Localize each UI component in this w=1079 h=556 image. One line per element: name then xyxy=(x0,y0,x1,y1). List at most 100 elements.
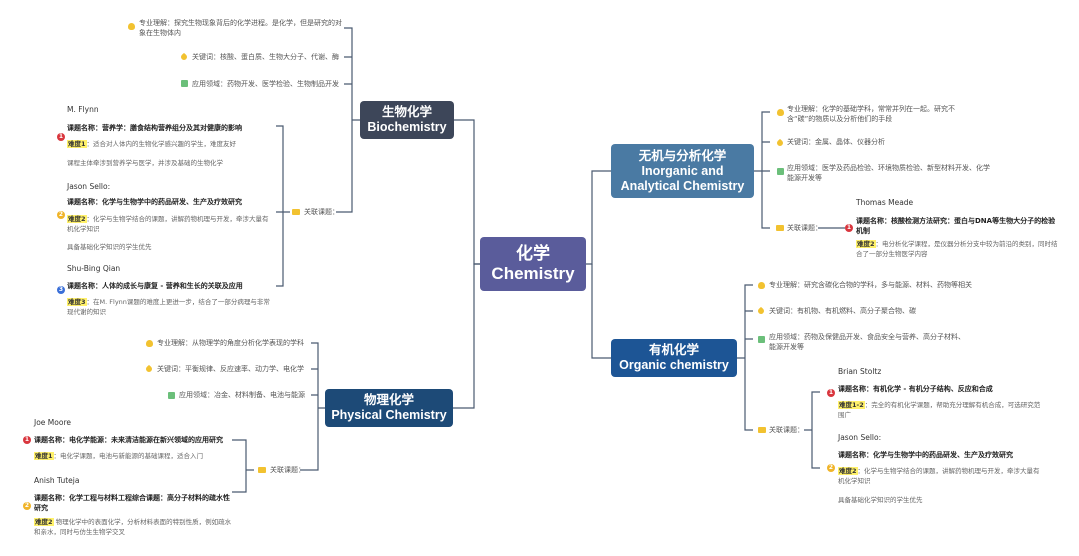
branch-node-inorganic-analytical[interactable]: 无机与分析化学 Inorganic and Analytical Chemist… xyxy=(611,144,754,198)
priority-1-icon: 1 xyxy=(23,436,31,444)
phys-course-1-teacher: Joe Moore xyxy=(34,418,71,427)
priority-1-icon: 1 xyxy=(845,224,853,232)
difficulty-badge: 难度3 xyxy=(67,298,87,306)
difficulty-badge: 难度1-2 xyxy=(838,401,865,409)
phys-related-label[interactable]: 关联课题： xyxy=(270,466,305,474)
tag-icon xyxy=(179,52,189,62)
priority-2-icon: 2 xyxy=(827,464,835,472)
branch-title-zh: 物理化学 xyxy=(363,393,414,407)
phys-course-2-teacher: Anish Tuteja xyxy=(34,476,80,485)
branch-title-zh: 有机化学 xyxy=(648,343,699,357)
phys-keywords[interactable]: 关键词：平衡规律、反应速率、动力学、电化学 xyxy=(157,365,304,373)
connector-root-bio xyxy=(454,119,480,265)
branch-title-zh: 生物化学 xyxy=(381,105,432,119)
difficulty-badge: 难度2 xyxy=(856,240,876,248)
inorg-keywords[interactable]: 关键词：金属、晶体、仪器分析 xyxy=(787,138,885,146)
connector-root-org xyxy=(591,264,611,359)
folder-icon xyxy=(776,225,784,231)
spreadsheet-icon xyxy=(168,392,175,399)
difficulty-badge: 难度2 xyxy=(67,215,87,223)
inorg-applications[interactable]: 应用领域：医学及药品检验、环境物质检验、新型材料开发、化学能源开发等 xyxy=(787,164,990,182)
folder-icon xyxy=(292,209,300,215)
bio-course-1-note: 课程主体牵涉到营养学与医学，并涉及基础的生物化学 xyxy=(67,159,223,167)
spreadsheet-icon xyxy=(181,80,188,87)
bio-keywords[interactable]: 关键词：核酸、蛋白质、生物大分子、代谢、酶 xyxy=(192,53,339,61)
branch-node-biochemistry[interactable]: 生物化学 Biochemistry xyxy=(360,101,454,139)
folder-icon xyxy=(258,467,266,473)
tag-icon xyxy=(756,306,766,316)
priority-1-icon: 1 xyxy=(827,389,835,397)
bio-course-3-teacher: Shu-Bing Qian xyxy=(67,264,121,273)
org-course-1-teacher: Brian Stoltz xyxy=(838,367,882,376)
lightbulb-icon xyxy=(758,282,765,289)
tag-icon xyxy=(775,138,785,148)
connector-org-courses xyxy=(804,391,820,469)
connector-bio-courses xyxy=(276,125,290,287)
difficulty-badge: 难度2 xyxy=(838,467,858,475)
connector-bio-children xyxy=(336,27,360,213)
org-applications[interactable]: 应用领域：药物及保健品开发、食品安全与营养、高分子材料、能源开发等 xyxy=(769,333,965,351)
phys-course-2-title[interactable]: 课题名称：化学工程与材料工程综合课题：高分子材料的疏水性研究 xyxy=(34,494,230,512)
branch-title-en: Biochemistry xyxy=(367,120,447,134)
connector-org-children xyxy=(737,284,753,431)
lightbulb-icon xyxy=(146,340,153,347)
connector-phys-children xyxy=(300,342,325,471)
bio-course-3-difficulty: 难度3：在M. Flynn课题的难度上更进一步，结合了一部分病理与非常现代谢的知… xyxy=(67,298,270,316)
bio-course-2-title[interactable]: 课题名称：化学与生物学中的药品研发、生产及疗效研究 xyxy=(67,198,242,206)
spreadsheet-icon xyxy=(777,168,784,175)
org-understanding[interactable]: 专业理解：研究含碳化合物的学科，多与能源、材料、药物等相关 xyxy=(769,281,972,289)
bio-applications[interactable]: 应用领域：药物开发、医学检验、生物制品开发 xyxy=(192,80,339,88)
phys-applications[interactable]: 应用领域：冶金、材料制备、电池与能源 xyxy=(179,391,305,399)
tag-icon xyxy=(144,364,154,374)
priority-2-icon: 2 xyxy=(23,502,31,510)
phys-course-1-title[interactable]: 课题名称：电化学能源：未来清洁能源在新兴领域的应用研究 xyxy=(34,436,223,444)
org-course-1-title[interactable]: 课题名称：有机化学 - 有机分子结构、反应和合成 xyxy=(838,385,993,393)
difficulty-badge: 难度1 xyxy=(34,452,54,460)
org-course-2-note: 具备基础化学知识的学生优先 xyxy=(838,496,923,504)
root-node-chemistry[interactable]: 化学 Chemistry xyxy=(480,237,586,291)
bio-understanding[interactable]: 专业理解：探究生物现象背后的化学进程。是化学，但是研究的对象在生物体内 xyxy=(139,19,342,37)
org-course-2-title[interactable]: 课题名称：化学与生物学中的药品研发、生产及疗效研究 xyxy=(838,451,1013,459)
branch-title-en: Organic chemistry xyxy=(619,358,729,372)
branch-title-zh: 无机与分析化学 xyxy=(638,148,727,163)
org-related-label[interactable]: 关联课题： xyxy=(769,426,804,434)
org-course-2-teacher: Jason Sello: xyxy=(838,433,882,442)
connector-root-phys xyxy=(453,263,480,409)
org-keywords[interactable]: 关键词：有机物、有机燃料、高分子聚合物、碳 xyxy=(769,307,916,315)
bio-course-2-difficulty: 难度2：化学与生物学结合的课题，讲解药物机理与开发，牵涉大量有机化学知识 xyxy=(67,215,269,233)
connector-root-inorg xyxy=(586,170,611,265)
org-course-1-difficulty: 难度1-2：完全的有机化学课题，帮助充分理解有机合成，可选研究范围广 xyxy=(838,401,1041,419)
priority-2-icon: 2 xyxy=(57,211,65,219)
difficulty-badge: 难度2 xyxy=(34,518,54,526)
branch-node-organic[interactable]: 有机化学 Organic chemistry xyxy=(611,339,737,377)
branch-title-en-2: Analytical Chemistry xyxy=(620,178,745,193)
connector-phys-courses xyxy=(232,439,254,493)
inorg-related-label[interactable]: 关联课题： xyxy=(787,224,822,232)
phys-course-2-difficulty: 难度2 物理化学中的表面化学，分析材料表面的特别性质，例如疏水和亲水，同时与仿生… xyxy=(34,518,232,536)
branch-title-en: Physical Chemistry xyxy=(331,408,447,422)
lightbulb-icon xyxy=(777,109,784,116)
branch-node-physical[interactable]: 物理化学 Physical Chemistry xyxy=(325,389,453,427)
root-title-en: Chemistry xyxy=(491,264,575,283)
bio-course-2-note: 具备基础化学知识的学生优先 xyxy=(67,243,152,251)
connector-inorg-children xyxy=(754,111,770,229)
bio-related-label[interactable]: 关联课题： xyxy=(304,208,339,216)
bio-course-1-title[interactable]: 课题名称：营养学：膳食结构营养组分及其对健康的影响 xyxy=(67,124,242,132)
org-course-2-difficulty: 难度2：化学与生物学结合的课题，讲解药物机理与开发，牵涉大量有机化学知识 xyxy=(838,467,1040,485)
bio-course-1-teacher: M. Flynn xyxy=(67,105,99,114)
phys-understanding[interactable]: 专业理解：从物理学的角度分析化学表现的学科 xyxy=(157,339,304,347)
root-title-zh: 化学 xyxy=(516,243,550,263)
difficulty-badge: 难度1 xyxy=(67,140,87,148)
inorg-understanding[interactable]: 专业理解：化学的基础学科，常常并列在一起。研究不含“碳”的物质以及分析他们的手段 xyxy=(787,105,955,123)
inorg-course-1-difficulty: 难度2：电分析化学课程，是仪器分析分支中较为前沿的类别，同时结合了一部分生物医学… xyxy=(856,240,1058,258)
phys-course-1-difficulty: 难度1：电化学课题，电池与新能源的基础课程，适合入门 xyxy=(34,452,204,460)
inorg-course-1-teacher: Thomas Meade xyxy=(856,198,914,207)
priority-3-icon: 3 xyxy=(57,286,65,294)
bio-course-2-teacher: Jason Sello: xyxy=(67,182,111,191)
folder-icon xyxy=(758,427,766,433)
inorg-course-1-title[interactable]: 课题名称：核酸检测方法研究：蛋白与DNA等生物大分子的检验机制 xyxy=(856,217,1056,235)
bio-course-1-difficulty: 难度1：适合对人体内的生物化学感兴趣的学生，难度友好 xyxy=(67,140,237,148)
bio-course-3-title[interactable]: 课题名称：人体的成长与康复 - 营养和生长的关联及应用 xyxy=(67,282,243,290)
spreadsheet-icon xyxy=(758,336,765,343)
priority-1-icon: 1 xyxy=(57,133,65,141)
